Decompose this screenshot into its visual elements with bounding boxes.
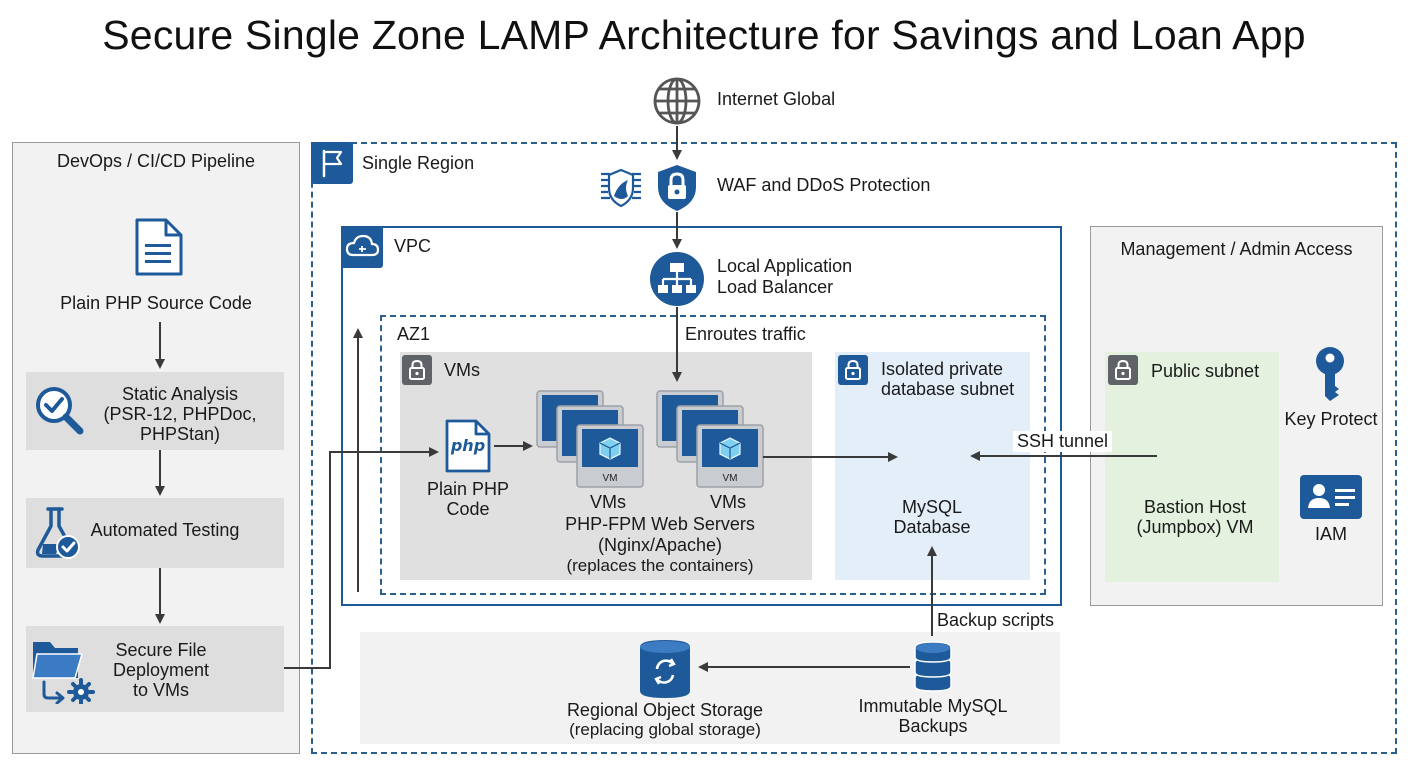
cloud-icon bbox=[341, 226, 383, 268]
mysql-db-line2: Database bbox=[893, 517, 971, 537]
flag-icon bbox=[311, 142, 353, 184]
static-analysis-line3: PHPStan) bbox=[139, 424, 221, 444]
page-title: Secure Single Zone LAMP Architecture for… bbox=[102, 12, 1306, 58]
mysql-db-line1: MySQL bbox=[901, 497, 962, 517]
ssh-tunnel-label: SSH tunnel bbox=[1013, 431, 1113, 452]
vm-monitor-icon: VM bbox=[696, 424, 764, 488]
db-subnet bbox=[835, 352, 1030, 580]
php-code-line2: Code bbox=[446, 499, 490, 519]
lb-label-line2: Load Balancer bbox=[717, 277, 834, 297]
key-icon bbox=[1316, 347, 1344, 401]
enroutes-traffic-label: Enroutes traffic bbox=[685, 324, 806, 344]
vpc-boundary bbox=[341, 226, 1062, 606]
management-title: Management / Admin Access bbox=[1120, 239, 1353, 259]
lb-label-line1: Local Application bbox=[717, 256, 853, 276]
bastion-line2: (Jumpbox) VM bbox=[1136, 517, 1254, 537]
iam-label: IAM bbox=[1314, 524, 1347, 544]
automated-testing-label: Automated Testing bbox=[90, 520, 240, 540]
servers-line1: PHP-FPM Web Servers bbox=[565, 514, 755, 534]
php-file-icon bbox=[445, 419, 491, 473]
backup-scripts-label: Backup scripts bbox=[937, 610, 1055, 630]
document-icon bbox=[135, 218, 183, 276]
object-storage-icon bbox=[640, 640, 690, 698]
region-boundary bbox=[311, 142, 1397, 754]
backups-line2: Backups bbox=[898, 716, 968, 736]
static-analysis-line2: (PSR-12, PHPDoc, bbox=[103, 404, 257, 424]
deployment-line2: Deployment bbox=[112, 660, 210, 680]
lock-shield-icon bbox=[658, 165, 696, 211]
static-analysis-line1: Static Analysis bbox=[121, 384, 239, 404]
id-card-icon bbox=[1300, 475, 1362, 519]
vm-monitor-icon: VM bbox=[576, 424, 644, 488]
object-storage-line2: (replacing global storage) bbox=[569, 720, 761, 739]
vm-badge-label: VM bbox=[722, 473, 738, 484]
waf-label: WAF and DDoS Protection bbox=[717, 175, 931, 195]
vms-right-label: VMs bbox=[710, 492, 746, 512]
source-code-label: Plain PHP Source Code bbox=[60, 293, 252, 313]
vms-left-label: VMs bbox=[590, 492, 626, 512]
lock-icon bbox=[1108, 355, 1138, 385]
devops-title: DevOps / CI/CD Pipeline bbox=[56, 151, 256, 171]
load-balancer-icon bbox=[650, 252, 704, 306]
php-logo-text: php bbox=[450, 436, 486, 455]
region-label: Single Region bbox=[362, 153, 475, 173]
vm-badge-label: VM bbox=[602, 473, 618, 484]
public-subnet-label: Public subnet bbox=[1151, 361, 1260, 381]
waf-shield-icon bbox=[601, 168, 641, 208]
az-label: AZ1 bbox=[397, 324, 431, 344]
public-subnet bbox=[1105, 352, 1279, 582]
php-code-line1: Plain PHP bbox=[426, 479, 510, 499]
magnifier-check-icon bbox=[36, 387, 84, 435]
edge-deploy-php bbox=[284, 447, 439, 669]
globe-icon bbox=[653, 77, 701, 125]
key-protect-label: Key Protect bbox=[1284, 409, 1378, 429]
folder-deploy-icon bbox=[32, 642, 95, 704]
lock-icon bbox=[402, 355, 432, 385]
db-subnet-line1: Isolated private bbox=[881, 359, 1004, 379]
deployment-line1: Secure File bbox=[115, 640, 207, 660]
servers-line3: (replaces the containers) bbox=[566, 556, 754, 575]
object-storage-line1: Regional Object Storage bbox=[566, 700, 764, 720]
db-subnet-line2: database subnet bbox=[881, 379, 1015, 399]
database-icon bbox=[914, 641, 952, 692]
internet-label: Internet Global bbox=[717, 89, 836, 109]
deployment-line3: to VMs bbox=[132, 680, 189, 700]
bastion-line1: Bastion Host bbox=[1143, 497, 1247, 517]
vpc-label: VPC bbox=[394, 236, 432, 256]
lock-icon bbox=[838, 355, 868, 385]
servers-line2: (Nginx/Apache) bbox=[597, 535, 723, 555]
vms-zone-label: VMs bbox=[444, 360, 480, 380]
flask-check-icon bbox=[35, 507, 80, 559]
backups-line1: Immutable MySQL bbox=[858, 696, 1008, 716]
